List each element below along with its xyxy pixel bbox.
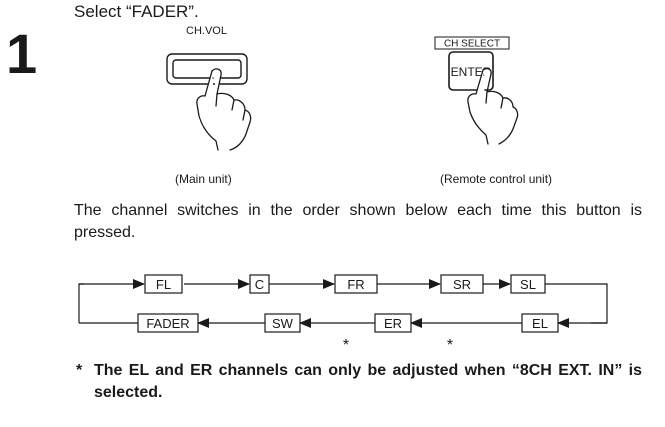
channel-label-er: ER (384, 316, 402, 331)
channel-box-sw (264, 313, 301, 333)
pressing-hand-icon (196, 68, 252, 151)
ch-vol-label: CH.VOL (186, 25, 227, 37)
channel-label-sl: SL (520, 277, 536, 292)
channel-box-sl (510, 274, 546, 294)
channel-box-fr (334, 274, 378, 294)
channel-box-fl (144, 274, 183, 294)
asterisk-mark: * (343, 337, 349, 354)
channel-box-er (374, 313, 412, 333)
channel-label-fl: FL (156, 277, 171, 292)
channel-label-c: C (255, 277, 264, 292)
description-paragraph: The channel switches in the order shown … (74, 202, 642, 241)
channel-label-fr: FR (347, 277, 364, 292)
channel-order-diagram: FL C FR SR SL FADER SW ER EL * * (78, 274, 608, 354)
footnote-text: The EL and ER channels can only be adjus… (94, 362, 642, 401)
channel-label-el: EL (532, 316, 548, 331)
main-unit-caption: (Main unit) (175, 172, 232, 186)
footnote: * The EL and ER channels can only be adj… (74, 360, 642, 404)
footnote-marker: * (76, 362, 83, 379)
remote-enter-button-illustration: CH SELECT ENTER (434, 36, 519, 145)
pressing-hand-icon (467, 67, 519, 145)
ch-select-label: CH SELECT (444, 39, 500, 50)
remote-caption: (Remote control unit) (440, 172, 553, 186)
channel-label-sw: SW (272, 316, 294, 331)
channel-box-c (249, 274, 270, 294)
channel-box-fader (137, 313, 199, 333)
asterisk-mark: * (447, 337, 453, 354)
channel-label-sr: SR (453, 277, 471, 292)
channel-box-el (521, 313, 559, 333)
channel-label-fader: FADER (146, 316, 189, 331)
step-instruction: Select “FADER”. (74, 2, 199, 21)
step-number: 1 (6, 22, 38, 85)
main-unit-button-illustration (166, 53, 252, 151)
channel-box-sr (440, 274, 484, 294)
